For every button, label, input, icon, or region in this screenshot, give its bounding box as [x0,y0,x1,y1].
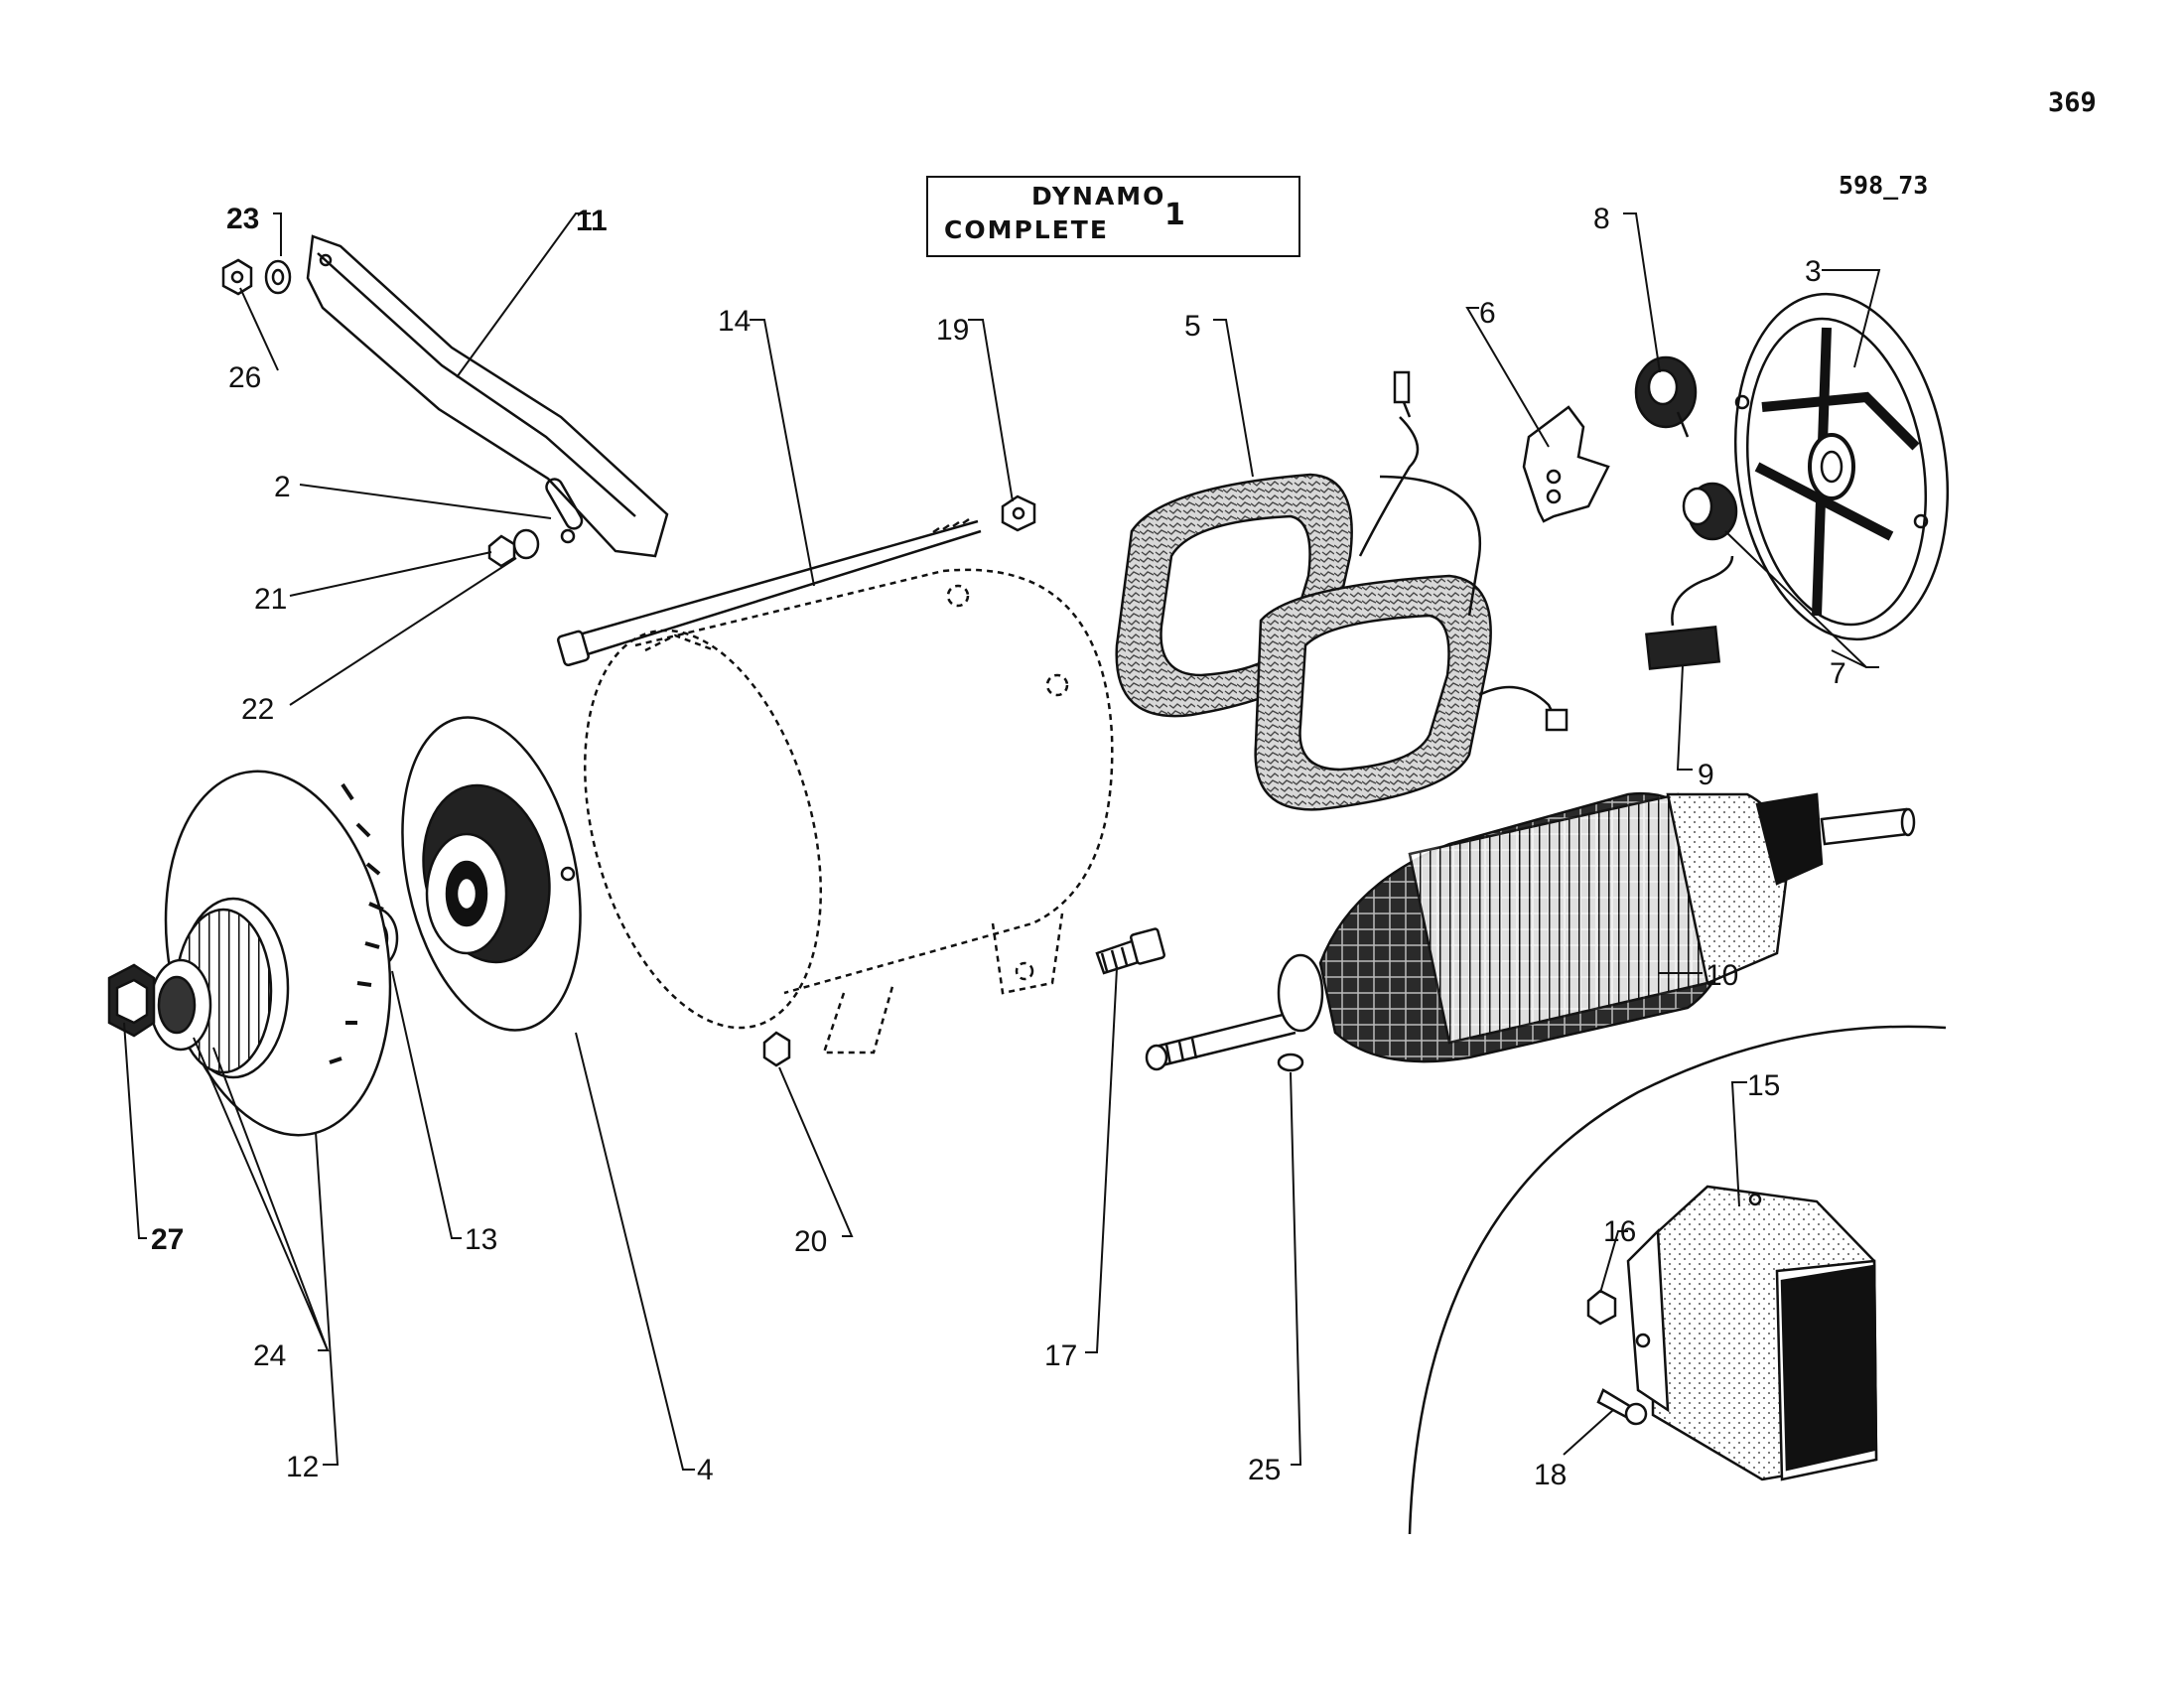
callout-6: 6 [1479,297,1496,330]
title-box: DYNAMO COMPLETE 1 [926,176,1300,257]
callout-3: 3 [1805,255,1822,288]
end-plate-commutator [1733,292,1950,641]
callout-8: 8 [1593,203,1610,235]
nut-20 [762,1031,791,1067]
nut-26 [221,258,253,296]
yoke-housing [583,568,1114,1055]
bracket-strap [306,234,669,558]
woodruff-key [1277,1053,1304,1072]
callout-5: 5 [1184,310,1201,343]
page-number: 369 [2048,87,2097,118]
armature [1145,791,1916,1071]
title-quantity: 1 [1164,198,1185,232]
nut-21 [487,534,516,568]
callout-12: 12 [286,1451,319,1483]
callout-10: 10 [1706,959,1738,992]
carbon-brush [1645,555,1734,670]
washer-22 [512,528,540,560]
callout-13: 13 [465,1223,497,1256]
callout-4: 4 [697,1454,714,1486]
callout-16: 16 [1603,1215,1636,1248]
callout-11: 11 [576,205,608,237]
nut-19 [1001,494,1036,532]
through-bolt [557,517,982,667]
end-plate-drive [401,716,582,1032]
washer-23 [264,259,292,295]
callout-15: 15 [1747,1069,1780,1102]
title-line-2: COMPLETE [944,215,1109,244]
callout-17: 17 [1044,1339,1077,1372]
callout-26: 26 [228,361,261,394]
callout-21: 21 [254,583,287,616]
field-coils [1115,370,1569,811]
callout-23: 23 [226,203,259,235]
leader-lines [123,212,1881,1471]
callout-14: 14 [718,305,751,338]
inset-arc [1408,1025,1947,1535]
screw-18 [1596,1388,1648,1426]
callout-2: 2 [274,471,291,503]
cut-out-regulator [1626,1185,1878,1481]
callout-20: 20 [794,1225,827,1258]
callout-25: 25 [1248,1454,1281,1486]
nut-16 [1586,1289,1617,1326]
callout-22: 22 [241,693,274,726]
bearing-bush [1682,482,1738,541]
callout-18: 18 [1534,1459,1567,1491]
callout-7: 7 [1830,657,1846,690]
fan-pulley [149,770,392,1137]
callout-27: 27 [151,1223,184,1256]
screw-17 [1095,927,1165,975]
title-line-1: DYNAMO [1031,182,1166,211]
brush-spring [1634,355,1698,438]
brush-holder [1522,405,1610,523]
callout-9: 9 [1698,759,1714,791]
figure-code: 598_73 [1839,171,1929,200]
callout-24: 24 [253,1339,286,1372]
callout-19: 19 [936,314,969,347]
